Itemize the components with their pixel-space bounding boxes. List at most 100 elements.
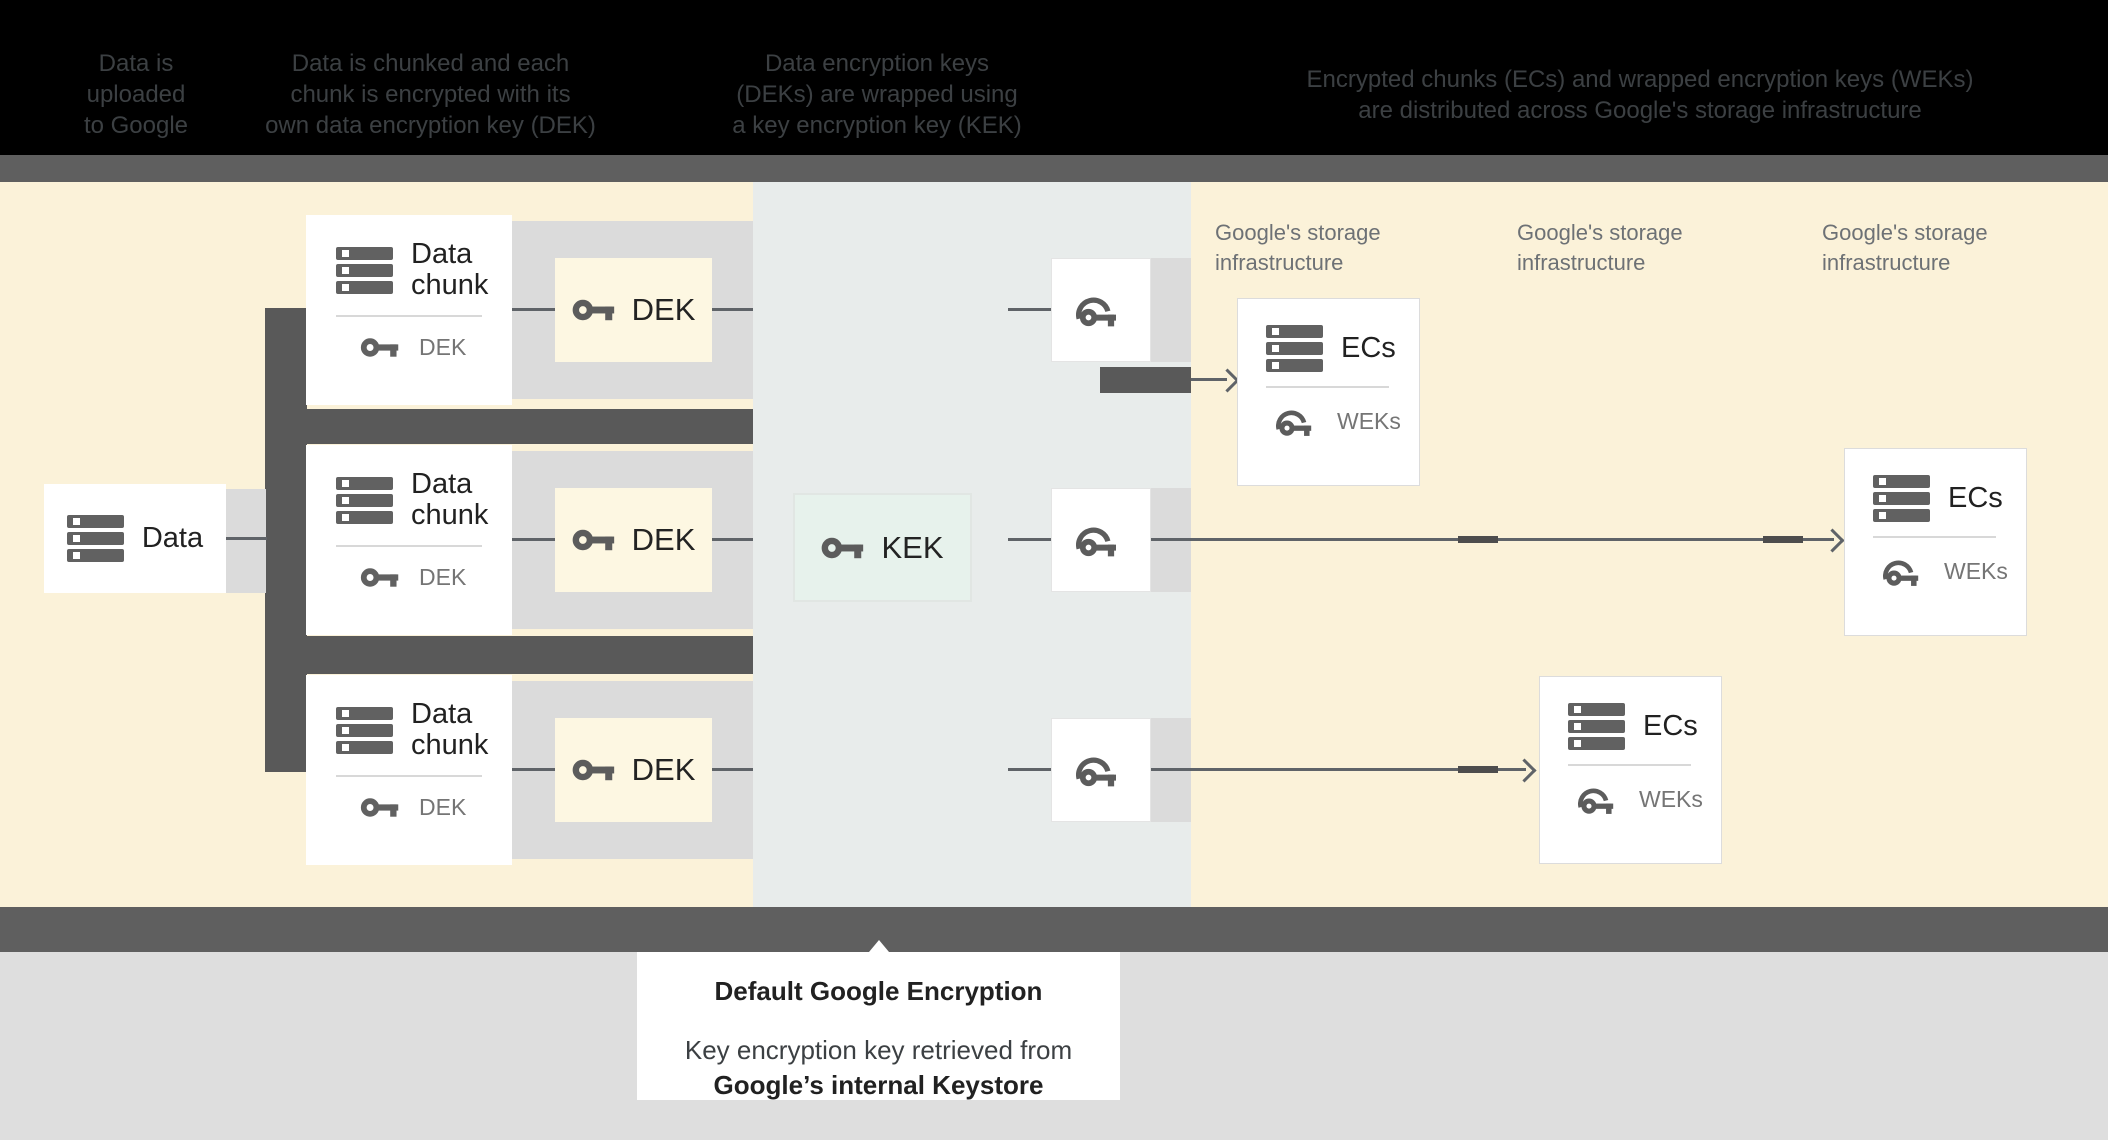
legend-body-line: Key encryption key retrieved from xyxy=(684,1035,1073,1065)
connector-line xyxy=(712,768,753,771)
thick-connector xyxy=(1458,766,1498,773)
data-chunk-node: Data chunk DEK xyxy=(306,445,512,635)
wrapped-key-node xyxy=(1051,488,1151,592)
dek-node: DEK xyxy=(555,488,712,592)
connector-line xyxy=(712,308,753,311)
dek-node-label: DEK xyxy=(631,292,696,327)
thick-connector xyxy=(1763,536,1803,543)
banner-step-wrapping: Data encryption keys (DEKs) are wrapped … xyxy=(722,48,1032,141)
wrapped-key-icon xyxy=(1578,788,1614,814)
dek-node: DEK xyxy=(555,258,712,362)
divider xyxy=(1568,764,1691,766)
banner-text-line: chunk is encrypted with its xyxy=(290,81,571,108)
diagram-canvas: Google's storage infrastructure Google's… xyxy=(0,182,2108,907)
data-chunk-node: Data chunk DEK xyxy=(306,675,512,865)
thick-connector xyxy=(1100,367,1191,393)
data-icon xyxy=(1568,703,1625,750)
data-icon xyxy=(1873,475,1930,522)
legend-title: Default Google Encryption xyxy=(714,976,1043,1006)
weks-sublabel: WEKs xyxy=(1337,408,1401,434)
dek-node-label: DEK xyxy=(631,752,696,787)
connector-line xyxy=(226,537,267,540)
banner-text-line: are distributed across Google's storage … xyxy=(1358,97,1922,124)
banner-step-distribution: Encrypted chunks (ECs) and wrapped encry… xyxy=(1295,64,1985,126)
wrapped-key-node xyxy=(1051,258,1151,362)
arrow-line xyxy=(1151,768,1526,771)
ecs-node-label: ECs xyxy=(1341,332,1396,364)
branch-trunk xyxy=(265,308,307,772)
separator-band-top xyxy=(0,155,2108,182)
connector-line xyxy=(512,768,555,771)
key-icon xyxy=(572,529,614,551)
wrapped-key-icon xyxy=(1076,527,1116,557)
data-node-label: Data xyxy=(141,522,204,554)
data-icon xyxy=(336,246,393,294)
ecs-node-label: ECs xyxy=(1948,482,2003,514)
banner-text-line: Data encryption keys xyxy=(764,50,990,77)
branch-bar xyxy=(265,636,753,674)
wrapped-key-icon xyxy=(1276,410,1312,436)
divider xyxy=(336,315,482,317)
separator-band-bottom xyxy=(0,907,2108,952)
key-icon xyxy=(572,759,614,781)
connector-line xyxy=(1008,768,1051,771)
thick-connector xyxy=(1458,536,1498,543)
key-icon xyxy=(360,798,399,817)
weks-sublabel: WEKs xyxy=(1639,786,1703,812)
branch-bar xyxy=(265,409,753,444)
dek-node-label: DEK xyxy=(631,522,696,557)
dek-sublabel: DEK xyxy=(419,794,467,820)
data-chunk-node: Data chunk DEK xyxy=(306,215,512,405)
banner-text-line: Encrypted chunks (ECs) and wrapped encry… xyxy=(1306,66,1974,93)
legend-body-line-bold: Google’s internal Keystore xyxy=(713,1070,1044,1100)
connector-line xyxy=(712,538,753,541)
banner-text-line: (DEKs) are wrapped using xyxy=(736,81,1018,108)
legend-body: Key encryption key retrieved from Google… xyxy=(637,1033,1120,1103)
storage-infrastructure-label: Google's storage infrastructure xyxy=(1215,220,1381,275)
data-icon xyxy=(66,515,124,562)
key-icon xyxy=(360,568,399,587)
data-chunk-label: Data chunk xyxy=(411,468,489,531)
data-icon xyxy=(336,706,393,754)
connector-line xyxy=(512,308,555,311)
dek-sublabel: DEK xyxy=(419,564,467,590)
ecs-node: ECs WEKs xyxy=(1237,298,1420,486)
data-chunk-label: Data chunk xyxy=(411,238,489,301)
connector-line xyxy=(512,538,555,541)
key-icon xyxy=(360,338,399,357)
divider xyxy=(1266,386,1389,388)
data-connector-panel xyxy=(226,489,266,593)
banner-step-upload: Data is uploaded to Google xyxy=(71,48,201,141)
arrow-line xyxy=(1191,378,1227,381)
key-icon xyxy=(572,299,614,321)
connector-line xyxy=(1008,308,1051,311)
kek-node-label: KEK xyxy=(881,529,944,565)
data-node: Data xyxy=(44,484,226,593)
dek-sublabel: DEK xyxy=(419,334,467,360)
banner-step-chunking: Data is chunked and each chunk is encryp… xyxy=(258,48,603,141)
storage-infrastructure-label: Google's storage infrastructure xyxy=(1822,220,1988,275)
data-chunk-label: Data chunk xyxy=(411,698,489,761)
data-icon xyxy=(336,476,393,524)
wrapped-key-icon xyxy=(1076,757,1116,787)
banner-text-line: Data is chunked and each xyxy=(291,50,570,77)
caption-banner: Data is uploaded to Google Data is chunk… xyxy=(0,0,2108,155)
storage-infrastructure-label: Google's storage infrastructure xyxy=(1517,220,1683,275)
banner-text-line: to Google xyxy=(83,112,189,139)
legend-card: Default Google Encryption Key encryption… xyxy=(637,952,1120,1100)
kek-node: KEK xyxy=(793,493,972,602)
wrapped-key-node xyxy=(1051,718,1151,822)
wrapped-key-icon xyxy=(1883,560,1919,586)
divider xyxy=(336,545,482,547)
divider xyxy=(336,775,482,777)
legend-pointer xyxy=(869,940,889,952)
ecs-node: ECs WEKs xyxy=(1844,448,2027,636)
key-icon xyxy=(822,537,864,558)
divider xyxy=(1873,536,1996,538)
data-icon xyxy=(1266,325,1323,372)
banner-text-line: uploaded xyxy=(86,81,186,108)
connector-line xyxy=(1008,538,1051,541)
banner-text-line: own data encryption key (DEK) xyxy=(265,112,596,139)
footer: Default Google Encryption Key encryption… xyxy=(0,952,2108,1140)
ecs-node: ECs WEKs xyxy=(1539,676,1722,864)
